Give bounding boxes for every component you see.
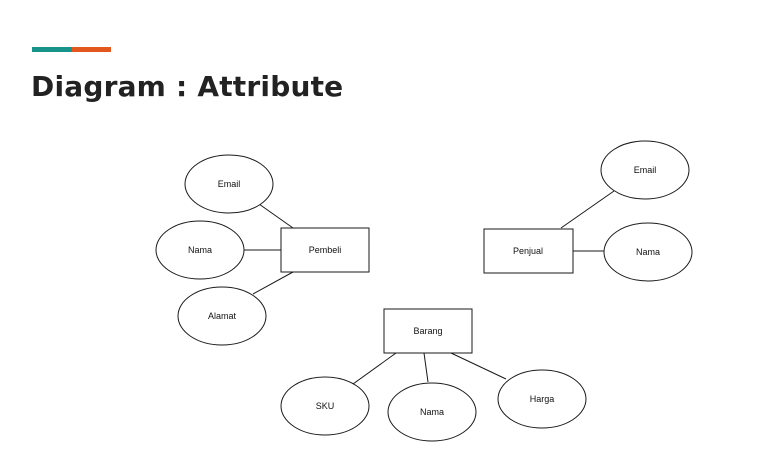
entity-penjual xyxy=(483,228,574,274)
attribute-penjual-email xyxy=(600,140,690,200)
connector-barang-sku xyxy=(352,352,397,385)
attribute-barang-harga xyxy=(497,369,587,429)
entity-group-pembeli: Email Nama Alamat Pembeli xyxy=(155,154,370,346)
entity-barang-label: Barang xyxy=(413,326,442,336)
connector-pembeli-alamat xyxy=(252,271,294,295)
attribute-pembeli-nama-label: Nama xyxy=(188,245,212,255)
attribute-barang-nama-label: Nama xyxy=(420,407,444,417)
attribute-barang-sku xyxy=(280,376,370,436)
attribute-penjual-nama xyxy=(603,222,693,282)
attribute-pembeli-alamat xyxy=(177,286,267,346)
title-accent-bar xyxy=(32,47,111,52)
relationship-lines xyxy=(244,190,615,385)
accent-bar-teal-segment xyxy=(32,47,72,52)
entity-group-barang: Barang SKU Nama Harga xyxy=(280,308,587,442)
attribute-pembeli-alamat-label: Alamat xyxy=(208,311,237,321)
attribute-pembeli-email xyxy=(184,154,274,214)
connector-penjual-email xyxy=(560,190,615,229)
entity-penjual-label: Penjual xyxy=(513,246,543,256)
attribute-penjual-nama-label: Nama xyxy=(636,247,660,257)
attribute-pembeli-nama xyxy=(155,220,245,280)
connector-barang-nama xyxy=(423,352,429,383)
attribute-barang-harga-label: Harga xyxy=(530,394,555,404)
connector-pembeli-email xyxy=(258,203,294,229)
slide-title: Diagram : Attribute xyxy=(31,70,344,103)
entity-pembeli-label: Pembeli xyxy=(309,245,342,255)
attribute-barang-sku-label: SKU xyxy=(316,401,335,411)
entity-pembeli xyxy=(280,227,370,273)
entity-barang xyxy=(383,308,473,354)
connector-barang-harga xyxy=(450,352,507,380)
accent-bar-orange-segment xyxy=(72,47,111,52)
attribute-barang-nama xyxy=(387,382,477,442)
entity-group-penjual: Email Nama Penjual xyxy=(483,140,693,282)
attribute-pembeli-email-label: Email xyxy=(218,179,241,189)
attribute-penjual-email-label: Email xyxy=(634,165,657,175)
